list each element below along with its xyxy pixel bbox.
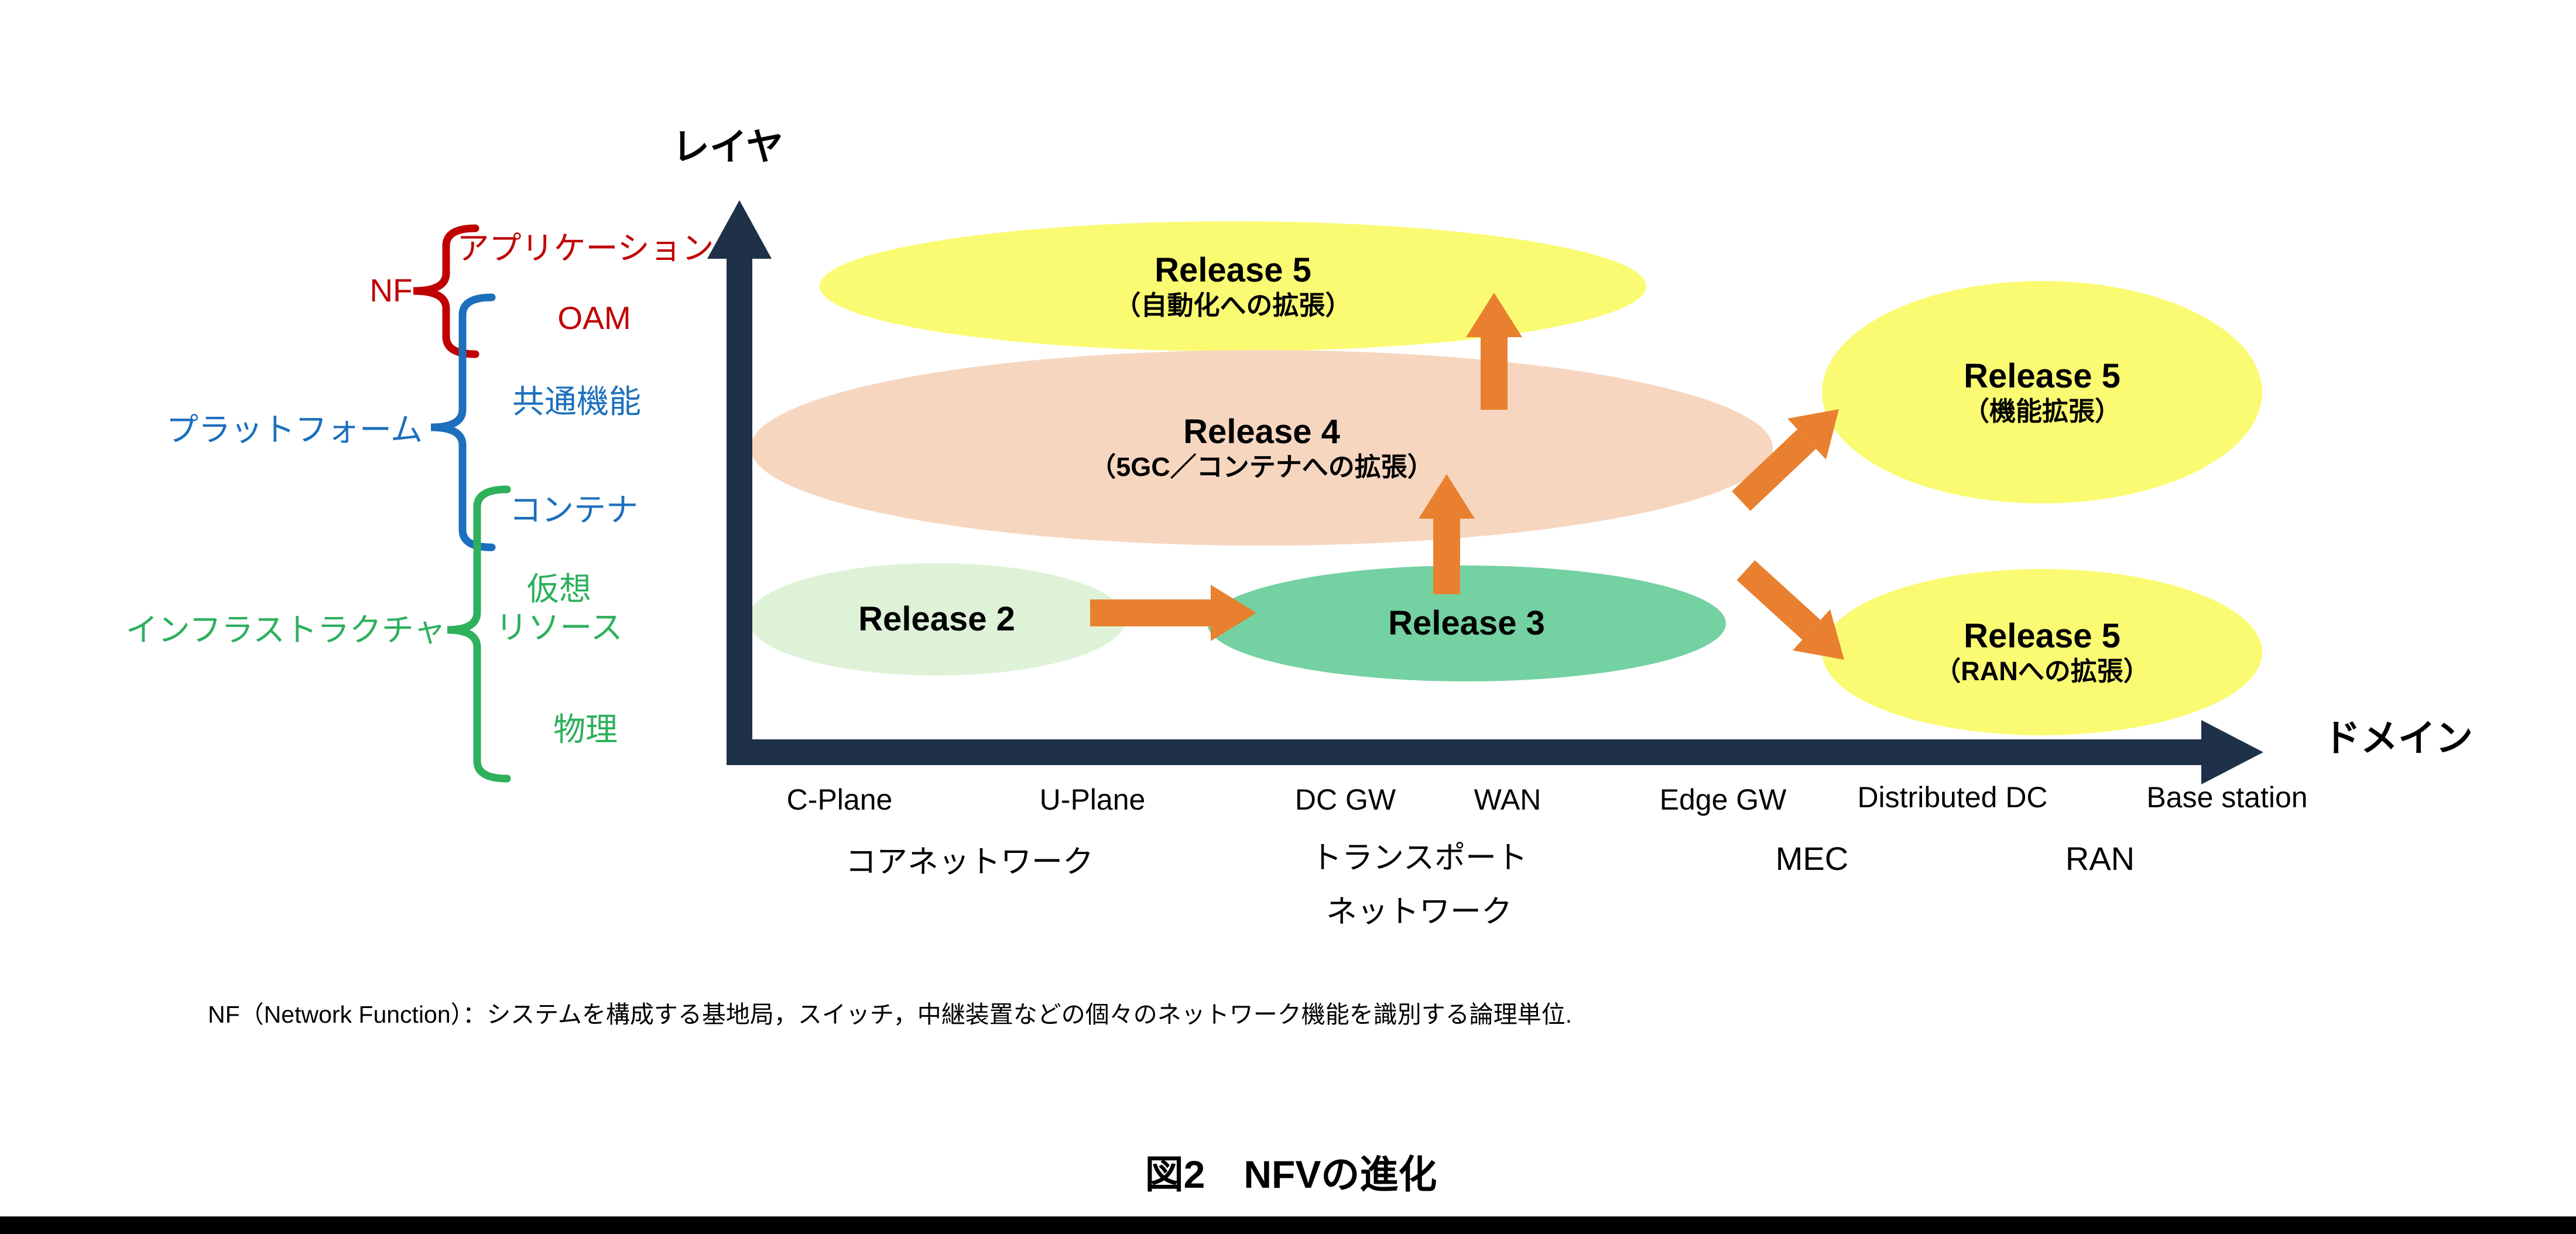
y-axis-arrow	[707, 200, 772, 765]
x-item-c-plane: C-Plane	[786, 783, 893, 816]
release2-title: Release 2	[858, 599, 1015, 638]
legend-nf-label: NF	[369, 272, 413, 309]
x-item-distributed-dc: Distributed DC	[1857, 781, 2048, 814]
footnote: NF（Network Function）：システムを構成する基地局，スイッチ，中…	[208, 1001, 1573, 1028]
legend-oam-label: OAM	[557, 300, 631, 336]
legend-application-label: アプリケーション	[457, 230, 714, 266]
legend-platform-label: プラットフォーム	[166, 412, 423, 448]
x-item-edge-gw: Edge GW	[1659, 783, 1787, 816]
legend-physical-label: 物理	[553, 711, 618, 748]
release2-ellipse: Release 2	[748, 563, 1126, 676]
release5-func-ellipse: Release 5 （機能拡張）	[1822, 281, 2262, 503]
x-item-wan: WAN	[1474, 783, 1542, 816]
release5-auto-ellipse: Release 5 （自動化への拡張）	[820, 221, 1646, 351]
platform-brace	[430, 293, 496, 551]
release5-func-title: Release 5	[1964, 357, 2121, 395]
release4-subtitle: （5GC／コンテナへの拡張）	[1090, 452, 1434, 482]
legend-virtual-resource-line1: 仮想	[526, 571, 592, 607]
figure-caption: 図2 NFVの進化	[1145, 1153, 1437, 1196]
group-transport-line2: ネットワーク	[1326, 894, 1512, 929]
y-axis-label: レイヤ	[672, 126, 784, 168]
legend-common-function-label: 共通機能	[512, 383, 642, 420]
legend-container-label: コンテナ	[509, 492, 639, 528]
release4-ellipse: Release 4 （5GC／コンテナへの拡張）	[751, 350, 1773, 546]
release5-ran-subtitle: （RANへの拡張）	[1934, 656, 2150, 687]
legend-infrastructure-label: インフラストラクチャ	[125, 612, 446, 648]
group-mec: MEC	[1775, 840, 1849, 877]
bottom-bar	[0, 1216, 2576, 1234]
group-transport-line1: トランスポート	[1311, 841, 1527, 875]
release3-ellipse: Release 3	[1207, 565, 1726, 681]
release4-title: Release 4	[1183, 412, 1340, 451]
release5-auto-title: Release 5	[1155, 251, 1311, 289]
x-item-base-station: Base station	[2146, 781, 2308, 814]
x-axis-label: ドメイン	[2323, 717, 2473, 759]
x-item-dc-gw: DC GW	[1294, 783, 1396, 816]
release5-ran-ellipse: Release 5 （RANへの拡張）	[1822, 569, 2262, 735]
release3-title: Release 3	[1388, 604, 1545, 642]
x-item-u-plane: U-Plane	[1039, 783, 1146, 816]
release5-ran-title: Release 5	[1964, 616, 2121, 655]
release5-auto-subtitle: （自動化への拡張）	[1114, 290, 1352, 321]
release5-func-subtitle: （機能拡張）	[1962, 396, 2121, 427]
legend-virtual-resource-line2: リソース	[495, 609, 623, 646]
group-ran: RAN	[2065, 840, 2135, 877]
group-core-network: コアネットワーク	[845, 845, 1094, 879]
